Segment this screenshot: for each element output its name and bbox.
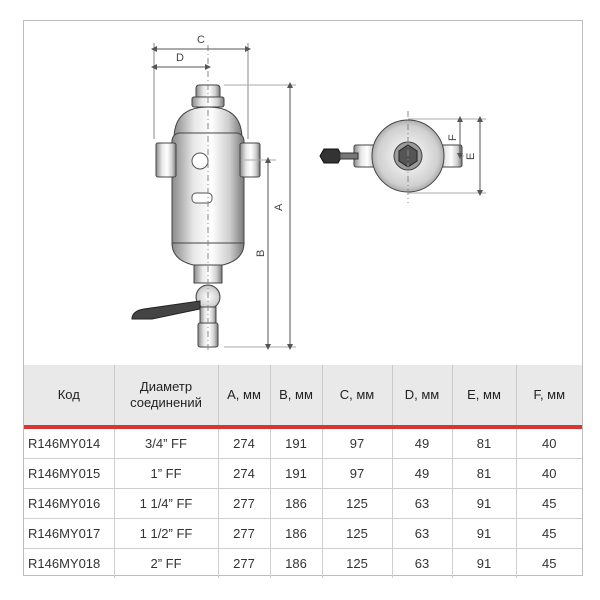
cell-b: 191: [269, 458, 322, 489]
cell-connection: 2” FF: [113, 548, 218, 578]
table-row: R146MY018 2” FF 277 186 125 63 91 45: [24, 548, 582, 578]
header-connection-diameter: Диаметр соединений: [113, 365, 218, 429]
technical-drawing: C D A B: [24, 21, 582, 365]
header-b: B, мм: [269, 365, 322, 429]
dimension-e-label: E: [465, 153, 477, 160]
cell-code: R146MY014: [24, 427, 114, 459]
table-row: R146MY016 1 1/4” FF 277 186 125 63 91 45: [24, 488, 582, 519]
cell-b: 191: [269, 427, 322, 459]
table-row: R146MY017 1 1/2” FF 277 186 125 63 91 45: [24, 518, 582, 549]
cell-b: 186: [269, 518, 322, 549]
cell-a: 274: [217, 458, 270, 489]
brand-logo-badge: [191, 152, 209, 170]
cell-c: 97: [321, 458, 392, 489]
cell-e: 81: [451, 458, 516, 489]
cell-connection: 1 1/2” FF: [113, 518, 218, 549]
cell-f: 45: [515, 518, 582, 549]
cell-connection: 1 1/4” FF: [113, 488, 218, 519]
cell-e: 81: [451, 427, 516, 459]
header-f: F, мм: [515, 365, 582, 429]
brand-label-plate: [191, 192, 213, 204]
top-view-handle: [319, 148, 343, 164]
cell-code: R146MY017: [24, 518, 114, 549]
top-view-handle-stem: [339, 152, 359, 160]
table-header-row: Код Диаметр соединений A, мм B, мм C, мм…: [24, 365, 582, 429]
cell-d: 63: [391, 548, 452, 578]
cell-code: R146MY018: [28, 556, 101, 571]
cell-c: 125: [321, 488, 392, 519]
dimension-b-label: B: [255, 250, 267, 257]
cell-d: 63: [391, 518, 452, 549]
cell-code: R146MY016: [24, 488, 114, 519]
cell-d: 63: [391, 488, 452, 519]
top-dimensions: E F: [408, 116, 486, 196]
cell-connection: 3/4” FF: [113, 427, 218, 459]
cell-b: 186: [269, 548, 322, 578]
header-e: E, мм: [451, 365, 516, 429]
specification-table: Код Диаметр соединений A, мм B, мм C, мм…: [24, 365, 582, 578]
cell-d: 49: [391, 427, 452, 459]
top-view: [319, 111, 463, 203]
cell-code: R146MY015: [24, 458, 114, 489]
dimension-c-label: C: [197, 34, 205, 46]
spec-sheet-frame: C D A B: [23, 20, 583, 578]
dimension-f-label: F: [447, 134, 459, 141]
cell-c: 97: [321, 427, 392, 459]
dimension-drawing-svg: C D A B: [131, 34, 486, 351]
cell-f: 45: [515, 548, 582, 578]
cell-c: 125: [321, 548, 392, 578]
cell-b: 186: [269, 488, 322, 519]
cell-a: 277: [217, 518, 270, 549]
cell-f: 40: [515, 427, 582, 459]
drain-handle: [131, 300, 201, 320]
header-code: Код: [24, 365, 114, 429]
header-a: A, мм: [217, 365, 270, 429]
cell-e: 91: [451, 518, 516, 549]
cell-f: 45: [515, 488, 582, 519]
cell-e: 91: [451, 488, 516, 519]
cell-a: 277: [217, 548, 270, 578]
front-view: [131, 45, 261, 351]
inlet-port: [155, 142, 177, 178]
cell-d: 49: [391, 458, 452, 489]
cell-a: 274: [217, 427, 270, 459]
cell-connection: 1” FF: [113, 458, 218, 489]
cell-e: 91: [451, 548, 516, 578]
header-c: C, мм: [321, 365, 392, 429]
cell-f: 40: [515, 458, 582, 489]
cell-c: 125: [321, 518, 392, 549]
table-row: R146MY014 3/4” FF 274 191 97 49 81 40: [24, 427, 582, 459]
header-d: D, мм: [391, 365, 452, 429]
front-dimensions: C D A B: [151, 34, 296, 350]
dimension-d-label: D: [176, 52, 184, 64]
dimension-a-label: A: [273, 203, 285, 211]
table-row: R146MY015 1” FF 274 191 97 49 81 40: [24, 458, 582, 489]
cell-a: 277: [217, 488, 270, 519]
